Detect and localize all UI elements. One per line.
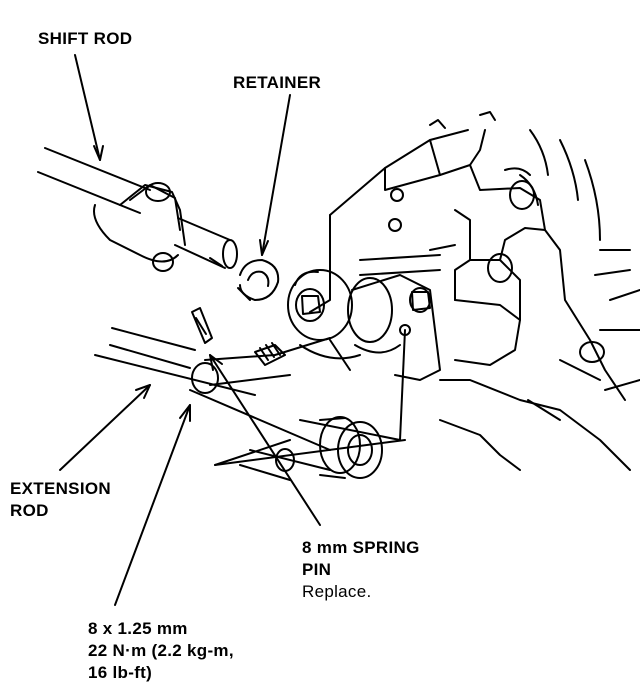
transmission-housing — [309, 111, 640, 471]
spring-pin-label: 8 mm SPRING PIN — [302, 538, 420, 579]
spring-pin — [191, 307, 213, 344]
retainer-clip — [237, 259, 280, 301]
extension-rod-leader — [59, 384, 151, 471]
shift-rod — [37, 147, 238, 272]
leader-lines — [59, 54, 321, 606]
retainer-leader — [261, 94, 291, 256]
extension-rod — [94, 327, 331, 451]
spring-pin-leader — [209, 354, 321, 526]
bolt-spec-label: 8 x 1.25 mm 22 N·m (2.2 kg-m, 16 lb-ft) — [88, 619, 234, 682]
bolt-leader — [114, 404, 191, 606]
retainer-label: RETAINER — [233, 73, 322, 92]
bushing-assembly — [214, 269, 441, 481]
shift-rod-label: SHIFT ROD — [38, 29, 133, 48]
extension-rod-label: EXTENSION ROD — [10, 479, 111, 520]
spring-pin-note: Replace. — [302, 582, 372, 601]
shift-rod-leader — [74, 54, 101, 161]
